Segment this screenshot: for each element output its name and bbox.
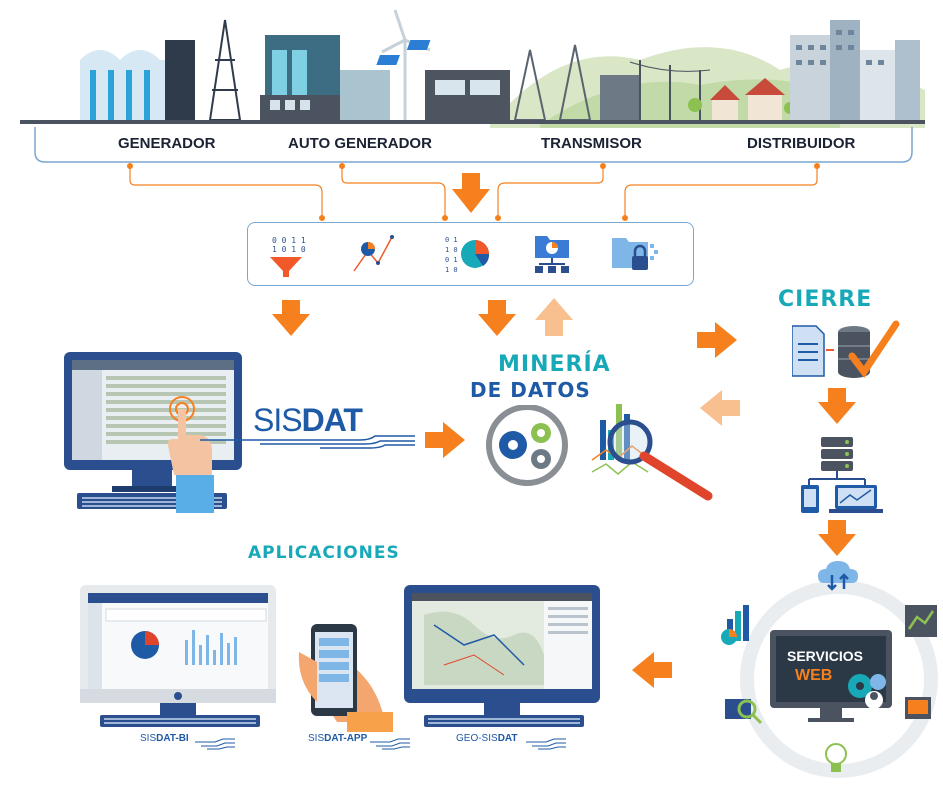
label-generador: GENERADOR	[118, 135, 216, 152]
geo-sisdat-prefix: GEO-SIS	[456, 733, 498, 744]
web-label: WEB	[795, 667, 833, 684]
sisdat-app-prefix: SIS	[308, 733, 325, 744]
arrow-down-icon	[272, 300, 310, 336]
arrow-down-icon	[478, 300, 516, 336]
svg-text:0 1: 0 1	[445, 256, 458, 264]
scatter-chart-icon	[348, 233, 398, 277]
sisdat-bi-prefix: SIS	[140, 733, 157, 744]
folder-network-icon	[531, 230, 575, 278]
sisdat-app-connector	[370, 738, 410, 750]
mineria-title: MINERÍA	[498, 352, 611, 377]
arrow-left-icon	[700, 390, 740, 426]
sisdat-strong: DAT	[301, 402, 363, 438]
geo-sisdat-monitor	[404, 585, 604, 730]
svg-text:0 0 1 1 0: 0 0 1 1 0	[272, 236, 306, 245]
sisdat-bi-strong: DAT-BI	[156, 733, 189, 744]
sisdat-logo: SISDAT	[253, 402, 363, 439]
geo-sisdat-strong: DAT	[497, 733, 518, 744]
arrow-right-icon	[425, 422, 465, 458]
geo-sisdat-label: GEO-SISDAT	[456, 733, 518, 744]
aplicaciones-title: APLICACIONES	[248, 543, 400, 563]
svg-text:0 1: 0 1	[445, 236, 458, 244]
actors-bracket	[0, 0, 943, 230]
label-auto-generador: AUTO GENERADOR	[288, 135, 432, 152]
secure-folder-icon	[610, 232, 660, 276]
servicios-label: SERVICIOS	[787, 648, 863, 664]
document-database-check-icon	[792, 320, 902, 380]
sisdat-app-label: SISDAT-APP	[308, 733, 367, 744]
sisdat-app-strong: DAT-APP	[324, 733, 368, 744]
cierre-title: CIERRE	[778, 287, 873, 312]
svg-text:1 0 1 0 0: 1 0 1 0 0	[272, 245, 306, 254]
web-services-monitor	[770, 630, 900, 730]
arrow-right-icon	[697, 322, 737, 358]
sisdat-bi-monitor	[80, 585, 280, 730]
arrow-left-icon	[632, 652, 672, 688]
energy-skyline-illustration	[20, 0, 925, 128]
sisdat-connector	[200, 432, 420, 452]
svg-text:1 0: 1 0	[445, 246, 458, 254]
sisdat-prefix: SIS	[253, 402, 303, 438]
label-transmisor: TRANSMISOR	[541, 135, 642, 152]
sisdat-bi-connector	[195, 738, 235, 750]
arrow-down-icon	[452, 173, 490, 213]
data-processing-toolbar: 0 0 1 1 0 1 0 1 0 0 0 1 1 0 0 1 1 0	[247, 222, 694, 286]
gears-icon	[483, 405, 573, 487]
pie-chart-icon: 0 1 1 0 0 1 1 0	[443, 230, 493, 278]
web-services-ring	[713, 555, 941, 783]
analytics-magnifier-icon	[588, 400, 718, 505]
svg-text:1 0: 1 0	[445, 266, 458, 274]
mineria-subtitle: DE DATOS	[470, 378, 591, 402]
server-devices-icon	[795, 435, 885, 515]
arrow-down-icon	[818, 520, 856, 556]
geo-sisdat-connector	[526, 738, 566, 750]
sisdat-bi-label: SISDAT-BI	[140, 733, 189, 744]
filter-funnel-icon: 0 0 1 1 0 1 0 1 0 0	[266, 231, 306, 279]
touch-hand-icon	[160, 395, 230, 515]
arrow-up-icon	[535, 298, 573, 336]
label-distribuidor: DISTRIBUIDOR	[747, 135, 856, 152]
arrow-down-icon	[818, 388, 856, 424]
sisdat-app-phone	[297, 622, 397, 732]
